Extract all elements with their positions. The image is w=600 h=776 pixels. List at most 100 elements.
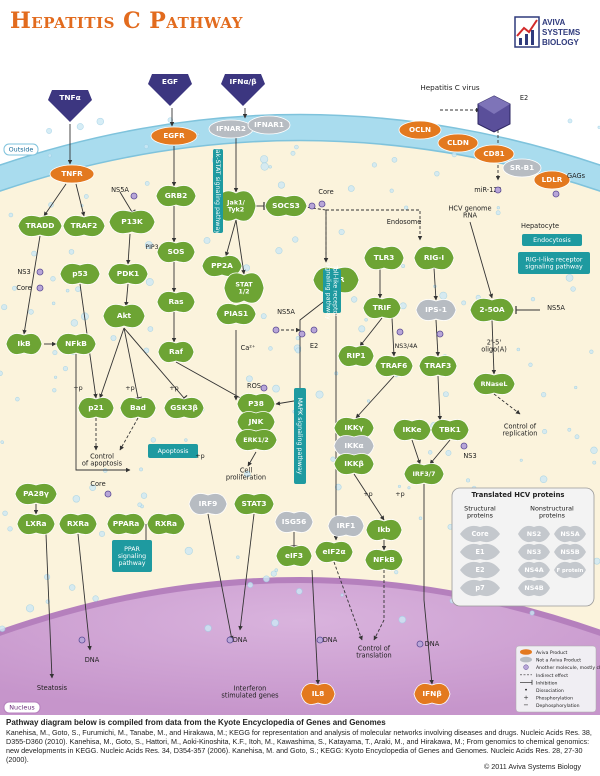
legend-glyph: − — [523, 701, 528, 709]
structural-protein: p7 — [475, 584, 485, 592]
edge — [207, 513, 234, 641]
nonstructural-protein: NS5A — [560, 530, 579, 538]
label-plus_p: +p — [363, 490, 372, 498]
compound-dot — [416, 640, 424, 648]
compound-dot — [36, 284, 44, 292]
ligand-label: TNFα — [59, 93, 80, 102]
legend-symbol — [523, 664, 529, 670]
compound-dot — [308, 202, 316, 210]
vesicle — [144, 181, 150, 186]
hepatitis-c-virus-icon — [477, 95, 511, 133]
node-label: IL8 — [312, 689, 325, 698]
vesicle — [242, 264, 251, 272]
receptor-srb1: SR-B1 — [502, 158, 542, 178]
label-gags: GAGs — [567, 172, 586, 180]
receptor-label: IFNAR2 — [216, 124, 246, 133]
node-rigi: RIG-I — [413, 245, 455, 271]
edge — [491, 319, 497, 375]
vesicle — [275, 247, 283, 255]
label-plus_p: +p — [395, 490, 404, 498]
vesicle — [418, 516, 423, 520]
vesicle — [51, 301, 56, 306]
compound-dot — [226, 636, 234, 644]
vesicle — [466, 478, 471, 483]
vesicle — [0, 440, 4, 444]
node-irf9: IRF9 — [188, 493, 228, 515]
vesicle — [330, 456, 336, 462]
node-label: 2-5OA — [479, 305, 504, 314]
vesicle — [268, 346, 273, 351]
node-twooa: 2-5OA — [469, 297, 515, 323]
label-ca: Ca²⁺ — [241, 344, 256, 352]
vesicle — [567, 118, 573, 124]
vesicle — [28, 309, 34, 315]
node-label: SOS — [168, 247, 185, 256]
vesicle — [271, 619, 279, 627]
label-ns5a_top: NS5A — [111, 186, 129, 194]
compound-dot — [298, 330, 306, 338]
vesicle — [351, 296, 358, 303]
vesicle — [340, 593, 344, 597]
label-ns3_right: NS3 — [463, 452, 476, 460]
node-akt: Akt — [102, 303, 146, 329]
vesicle — [75, 286, 81, 293]
compound-dot — [316, 636, 324, 644]
vesicle — [389, 188, 394, 193]
logo-icon — [514, 16, 540, 48]
node-jnk: JNK — [236, 411, 276, 433]
label-dna: DNA — [323, 636, 338, 644]
node-label: TRAF6 — [381, 361, 408, 370]
node-label: PP2A — [211, 261, 233, 270]
vesicle — [439, 291, 448, 300]
vesicle — [404, 205, 409, 210]
vesicle — [47, 153, 52, 158]
node-p13k: P13K — [108, 209, 156, 235]
footer: Pathway diagram below is compiled from d… — [6, 718, 594, 771]
node-tradd: TRADD — [17, 215, 63, 237]
vesicle — [137, 502, 142, 508]
vesicle — [366, 399, 371, 403]
node-sos: SOS — [156, 241, 196, 263]
ligand-tnfa: TNFα — [48, 90, 92, 122]
node-socs3: SOCS3 — [264, 195, 308, 217]
vesicle — [68, 249, 75, 255]
vesicle — [539, 475, 548, 484]
vesicle — [140, 492, 148, 499]
node-label: NFkB — [373, 555, 395, 564]
label-dna: DNA — [233, 636, 248, 644]
node-label: TRIF — [373, 303, 392, 312]
ligand-ifn: IFNα/β — [221, 74, 265, 106]
receptor-label: EGFR — [163, 131, 185, 140]
edge — [126, 233, 131, 265]
node-label: NFkB — [65, 339, 87, 348]
vesicle — [496, 206, 500, 210]
vesicle — [567, 427, 572, 432]
legend-glyph: + — [523, 694, 528, 702]
node-label: P13K — [121, 217, 143, 226]
nonstructural-protein: NS2 — [527, 530, 541, 538]
label-plus_p: +p — [195, 452, 204, 460]
vesicle — [139, 467, 143, 472]
nucleus-badge: Nucleus — [3, 701, 41, 714]
node-label: p53 — [72, 269, 88, 278]
node-label: PPARa — [113, 519, 140, 528]
edge — [429, 439, 451, 465]
ligand-label: EGF — [162, 77, 178, 86]
edge — [119, 191, 133, 213]
pathway-box-label: MAPK signaling pathway — [296, 397, 303, 474]
vesicle — [203, 237, 211, 244]
vesicle — [68, 584, 76, 591]
vesicle — [570, 286, 576, 292]
node-label: Bad — [130, 403, 146, 412]
brand-logo: AVIVA SYSTEMS BIOLOGY — [514, 16, 598, 50]
edge — [326, 209, 423, 241]
node-label: IRF1 — [337, 521, 356, 530]
